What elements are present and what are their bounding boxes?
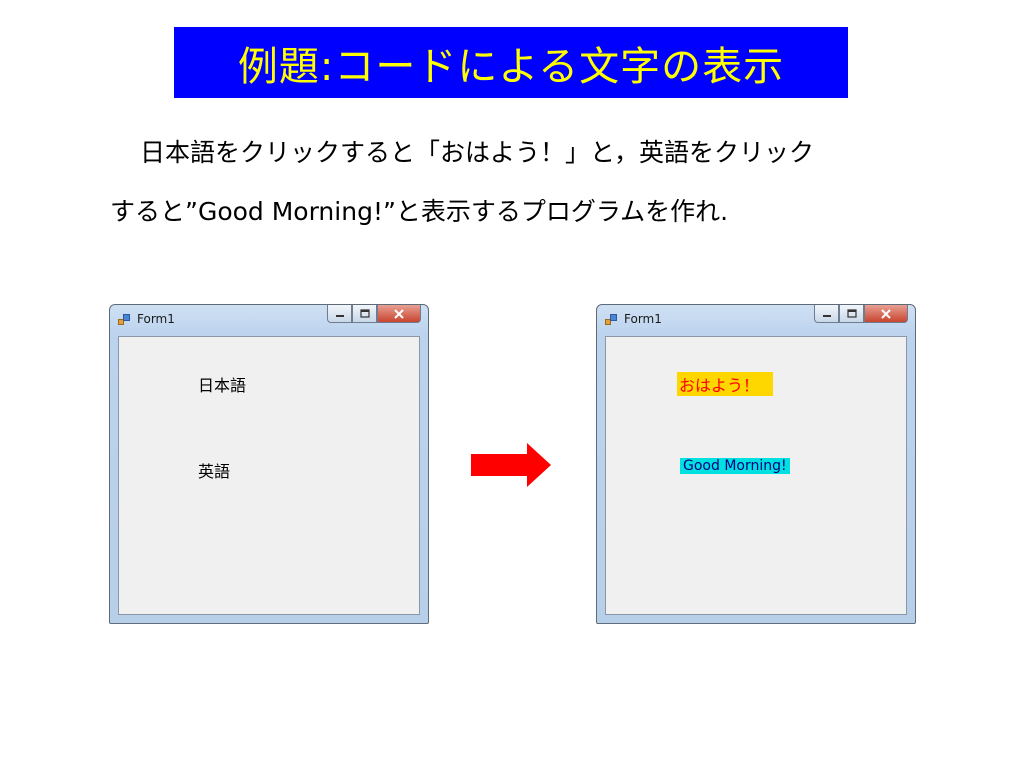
description-line-1: 日本語をクリックすると「おはよう！」と，英語をクリック (140, 138, 815, 167)
close-icon (394, 308, 404, 319)
close-icon (881, 308, 891, 319)
window-title: Form1 (624, 312, 662, 326)
maximize-icon (846, 309, 857, 318)
window-title: Form1 (137, 312, 175, 326)
maximize-button[interactable] (839, 305, 864, 323)
label-english[interactable]: Good Morning! (680, 458, 790, 474)
window-after: Form1 おはよう！ Good Morning! (596, 304, 916, 624)
window-before: Form1 日本語 英語 (109, 304, 429, 624)
maximize-icon (359, 309, 370, 318)
window-titlebar[interactable]: Form1 (597, 305, 915, 335)
label-japanese[interactable]: 日本語 (198, 376, 247, 395)
right-arrow-icon (471, 443, 551, 487)
label-japanese[interactable]: おはよう！ (677, 372, 773, 396)
close-button[interactable] (377, 305, 421, 323)
minimize-button[interactable] (327, 305, 352, 323)
window-client-area: おはよう！ Good Morning! (605, 336, 907, 615)
label-english[interactable]: 英語 (198, 462, 231, 481)
minimize-icon (822, 314, 831, 317)
slide-title: 例題:コードによる文字の表示 (237, 43, 785, 90)
slide-title-box: 例題:コードによる文字の表示 (174, 27, 848, 98)
window-controls (814, 305, 908, 325)
window-controls (327, 305, 421, 325)
window-titlebar[interactable]: Form1 (110, 305, 428, 335)
maximize-button[interactable] (352, 305, 377, 323)
close-button[interactable] (864, 305, 908, 323)
minimize-icon (335, 314, 344, 317)
form-app-icon (605, 314, 617, 326)
window-client-area: 日本語 英語 (118, 336, 420, 615)
form-app-icon (118, 314, 130, 326)
description-line-2: すると”Good Morning!”と表示するプログラムを作れ. (110, 197, 729, 226)
minimize-button[interactable] (814, 305, 839, 323)
